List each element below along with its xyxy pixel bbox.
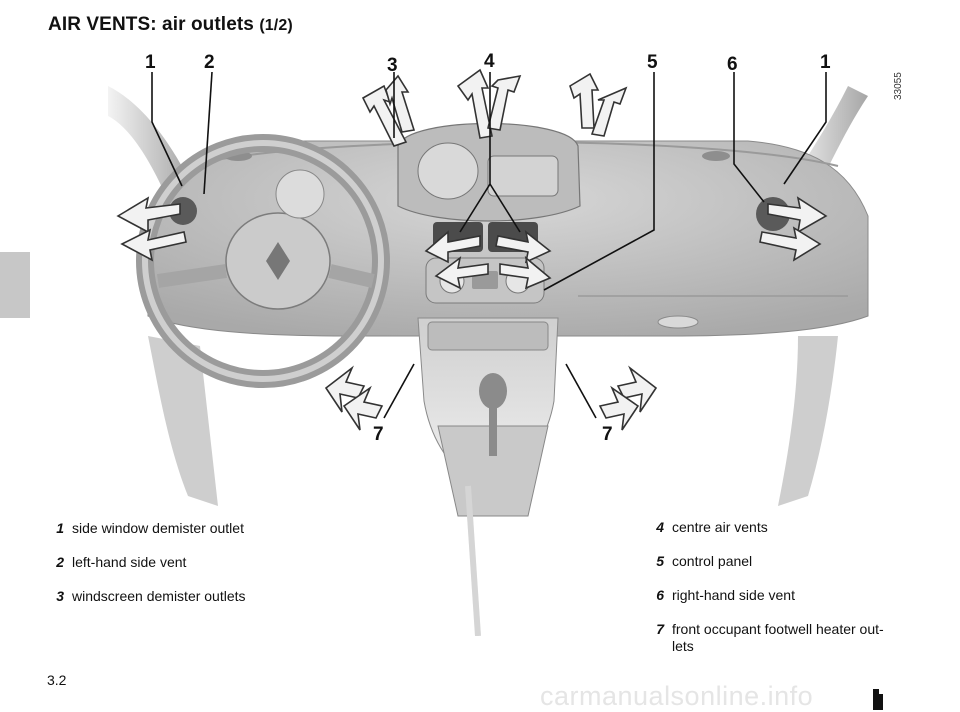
legend-left: 1 side window demister outlet 2 left-han…	[46, 520, 366, 622]
page-number: 3.2	[47, 672, 67, 688]
callout-2: 2	[204, 52, 215, 73]
page-title-text: AIR VENTS: air outlets	[48, 14, 254, 35]
legend-number: 2	[56, 554, 64, 570]
callout-7-right: 7	[602, 424, 613, 445]
callout-1-left: 1	[145, 52, 156, 73]
legend-item: 4 centre air vents	[646, 519, 916, 536]
legend-text: left-hand side vent	[72, 554, 187, 570]
legend-text: control panel	[672, 553, 753, 569]
legend-text: side window demister outlet	[72, 520, 244, 536]
legend-text-continued: lets	[672, 638, 694, 654]
callout-1-right: 1	[820, 52, 831, 73]
legend-number: 5	[656, 553, 664, 569]
callout-4: 4	[484, 51, 495, 72]
legend-item: 1 side window demister outlet	[46, 520, 366, 537]
legend-item: 7 front occupant footwell heater out- le…	[646, 621, 916, 655]
watermark: carmanualsonline.info	[540, 681, 814, 711]
callout-7-left: 7	[373, 424, 384, 445]
legend-item: 6 right-hand side vent	[646, 587, 916, 604]
legend-text: front occupant footwell heater out-	[672, 621, 884, 637]
legend-right: 4 centre air vents 5 control panel 6 rig…	[646, 519, 916, 672]
page-title-part: (1/2)	[259, 17, 293, 34]
legend-text: right-hand side vent	[672, 587, 795, 603]
legend-number: 3	[56, 588, 64, 604]
callout-5: 5	[647, 52, 658, 73]
corner-mark	[873, 689, 879, 710]
chapter-tab	[0, 252, 30, 318]
page-title: AIR VENTS: air outlets (1/2)	[48, 14, 293, 36]
corner-mark	[879, 694, 883, 710]
legend-number: 6	[656, 587, 664, 603]
legend-text-wrap: front occupant footwell heater out- lets	[672, 621, 884, 655]
legend-item: 2 left-hand side vent	[46, 554, 366, 571]
dashboard-illustration	[108, 68, 869, 636]
legend-item: 3 windscreen demister outlets	[46, 588, 366, 605]
callout-3: 3	[387, 55, 398, 76]
legend-number: 4	[656, 519, 664, 535]
callout-6: 6	[727, 54, 738, 75]
legend-number: 1	[56, 520, 64, 536]
legend-number: 7	[656, 621, 664, 637]
legend-text: centre air vents	[672, 519, 768, 535]
legend-item: 5 control panel	[646, 553, 916, 570]
legend-text: windscreen demister outlets	[72, 588, 246, 604]
